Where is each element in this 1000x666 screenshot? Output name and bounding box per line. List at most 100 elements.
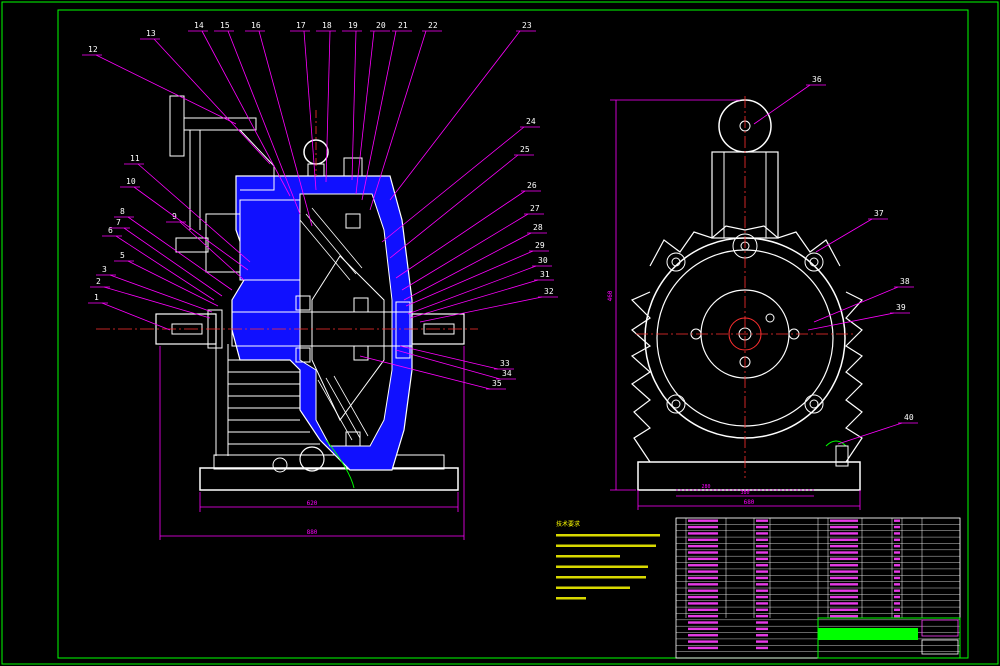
parts-entry-qty-2 [894, 544, 900, 548]
drain-plug [272, 457, 288, 473]
callout-leader-26 [395, 190, 526, 279]
parts-entry-qty [756, 640, 768, 643]
callout-leader-38 [813, 286, 899, 323]
parts-entry-qty [756, 608, 768, 611]
callout-leader-6 [115, 235, 215, 301]
parts-entry-qty [756, 538, 768, 541]
callout-number-37: 37 [874, 209, 884, 218]
parts-entry-qty [756, 583, 768, 586]
parts-entry-name-2 [830, 576, 858, 580]
callout-leader-25 [389, 154, 519, 259]
parts-entry-name-2 [830, 583, 858, 586]
parts-entry-name [688, 602, 718, 605]
callout-number-13: 13 [146, 29, 156, 38]
callout-leader-31 [409, 279, 539, 319]
parts-entry-qty-2 [894, 532, 900, 535]
parts-entry-name-2 [830, 595, 858, 599]
callout-number-39: 39 [896, 303, 906, 312]
dim-end-overall: 680 [744, 499, 755, 506]
parts-entry-name [688, 589, 718, 592]
top-fins [649, 225, 841, 267]
parts-entry-name-2 [830, 557, 858, 561]
callout-leader-37 [815, 218, 873, 253]
callout-leader-35 [359, 355, 491, 390]
parts-entry-name [688, 538, 718, 541]
callout-number-23: 23 [522, 21, 532, 30]
parts-entry-qty [756, 532, 768, 535]
callout-leader-40 [837, 422, 903, 445]
parts-entry-name [688, 544, 718, 548]
callout-leader-36 [753, 84, 811, 125]
callout-leader-39 [807, 312, 895, 331]
parts-entry-qty-2 [894, 538, 900, 541]
parts-entry-name-2 [830, 544, 858, 548]
parts-entry-qty-2 [894, 525, 900, 529]
parts-entry-qty [756, 551, 768, 554]
gear-hatch [299, 207, 369, 441]
parts-entry-name [688, 646, 718, 650]
tech-req-line [556, 597, 586, 600]
parts-entry-name [688, 583, 718, 586]
parts-entry-name-2 [830, 570, 858, 573]
callout-number-31: 31 [540, 270, 550, 279]
parts-entry-name [688, 564, 718, 567]
tech-req-line [556, 586, 630, 589]
callout-number-20: 20 [376, 21, 386, 30]
drain-boss [835, 445, 849, 467]
dim-end-height: 460 [607, 290, 614, 301]
oil-level-curve [325, 439, 355, 489]
callout-leader-13 [153, 38, 271, 165]
end-dimensions [610, 99, 861, 510]
parts-entry-qty-2 [894, 614, 900, 618]
parts-entry-name-2 [830, 608, 858, 611]
callout-number-19: 19 [348, 21, 358, 30]
part-callouts: 1235678910111213141516171819202122232425… [82, 21, 918, 445]
parts-entry-qty-2 [894, 551, 900, 554]
parts-entry-name-2 [830, 602, 858, 605]
callout-number-11: 11 [130, 154, 140, 163]
callout-leader-7 [123, 227, 223, 297]
callout-number-40: 40 [904, 413, 914, 422]
tech-req-heading: 技术要求 [556, 520, 580, 528]
parts-entry-name [688, 551, 718, 554]
tech-req-line [556, 534, 660, 537]
callout-number-2: 2 [96, 277, 101, 286]
callout-leader-24 [381, 126, 525, 243]
parts-entry-qty-2 [894, 576, 900, 580]
callout-leader-34 [395, 349, 501, 380]
callout-number-6: 6 [108, 226, 113, 235]
drawing-number-cell [921, 619, 959, 637]
parts-entry-name [688, 525, 718, 529]
parts-entry-name-2 [830, 564, 858, 567]
scale-cell [921, 639, 959, 655]
parts-entry-name [688, 570, 718, 573]
parts-entry-name [688, 627, 718, 631]
callout-number-12: 12 [88, 45, 98, 54]
callout-leader-27 [401, 213, 529, 291]
parts-entry-name-2 [830, 532, 858, 535]
callout-leader-2 [103, 286, 211, 319]
callout-number-35: 35 [492, 379, 502, 388]
dim-end-bolt-a: 280 [701, 484, 710, 490]
parts-entry-name [688, 595, 718, 599]
left-fins [630, 291, 652, 463]
title-block [817, 617, 961, 659]
callout-leader-22 [369, 30, 427, 211]
dim-side-overall: 880 [307, 529, 318, 536]
callout-number-33: 33 [500, 359, 510, 368]
drain-detail [825, 440, 847, 447]
callout-number-1: 1 [94, 293, 99, 302]
parts-entry-qty [756, 544, 768, 548]
callout-leader-5 [127, 260, 219, 307]
handwheel-bracket [239, 129, 275, 191]
callout-number-18: 18 [322, 21, 332, 30]
callout-leader-21 [361, 30, 397, 201]
parts-entry-name [688, 519, 718, 522]
callout-leader-19 [351, 30, 357, 181]
parts-entry-qty-2 [894, 595, 900, 599]
callout-leader-1 [101, 302, 171, 331]
parts-entry-name [688, 614, 718, 618]
parts-entry-name [688, 621, 718, 624]
technical-requirements: 技术要求 [556, 520, 660, 600]
